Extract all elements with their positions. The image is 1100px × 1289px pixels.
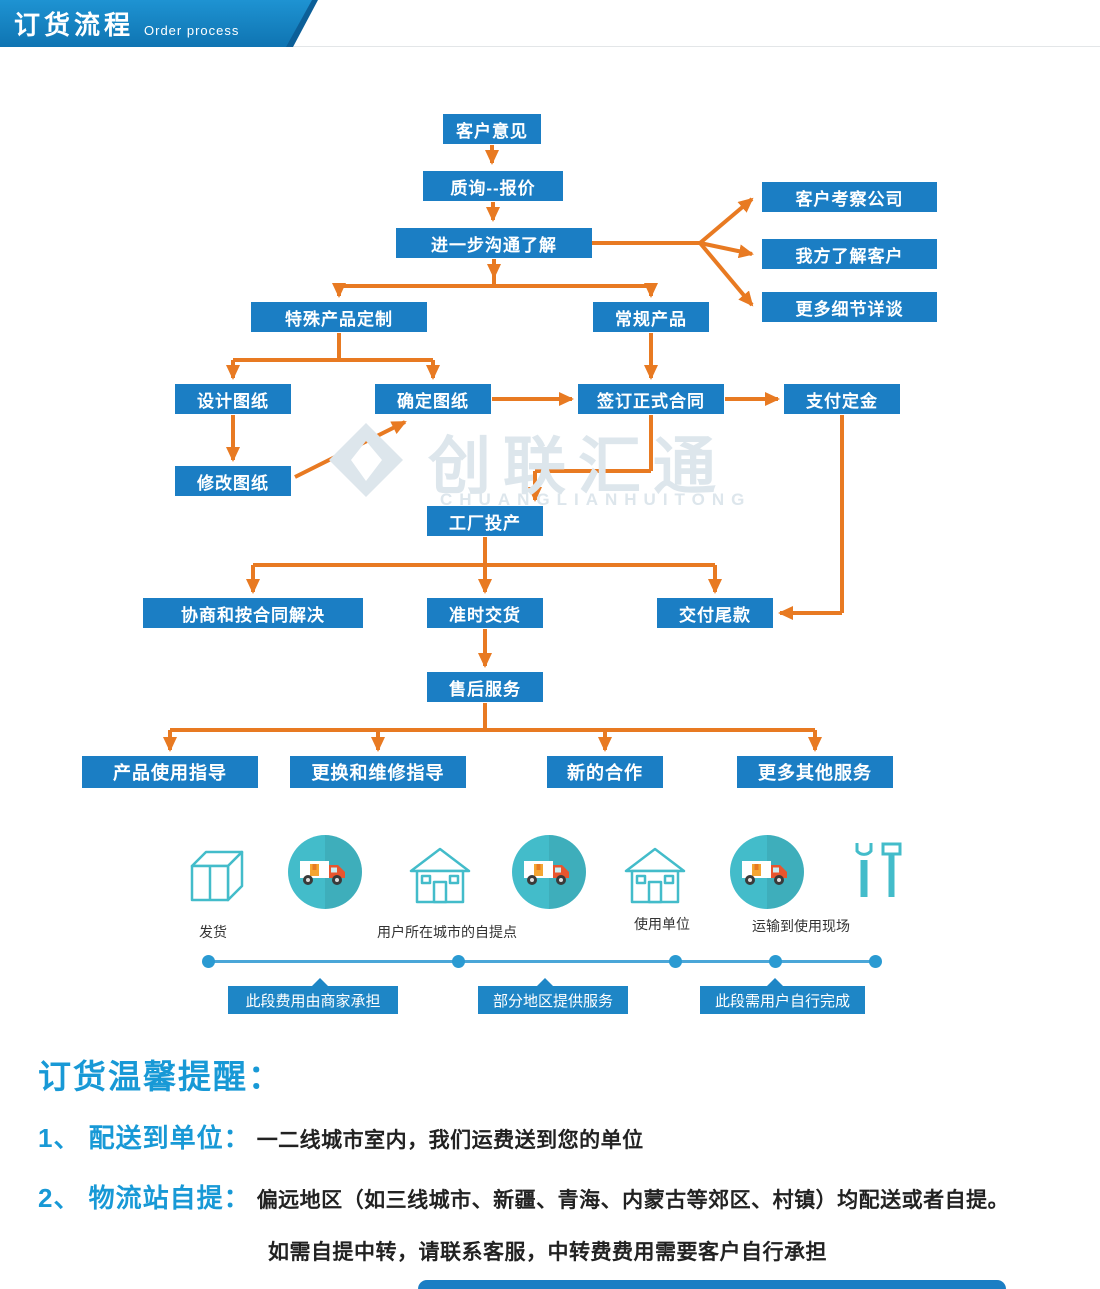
segment-tag-partial-service: 部分地区提供服务 bbox=[478, 978, 628, 1014]
brand-logo-watermark-icon bbox=[326, 420, 406, 505]
flow-node-usage-guide: 产品使用指导 bbox=[82, 756, 258, 788]
package-icon bbox=[186, 846, 248, 909]
stage-label-ship: 发货 bbox=[199, 924, 227, 940]
flow-node-know-customer: 我方了解客户 bbox=[762, 239, 937, 269]
brand-watermark-latin: CHUANGLIANHUITONG bbox=[440, 490, 752, 509]
tools-icon bbox=[849, 838, 907, 909]
timeline-dot bbox=[769, 955, 782, 968]
section-subtitle: Order process bbox=[144, 23, 240, 38]
section-title: 订货流程 bbox=[14, 10, 135, 40]
timeline-dot bbox=[669, 955, 682, 968]
flow-node-after-sales: 售后服务 bbox=[427, 672, 543, 702]
flow-node-factory-production: 工厂投产 bbox=[427, 506, 543, 536]
timeline bbox=[208, 960, 875, 963]
flow-node-more-details: 更多细节详谈 bbox=[762, 292, 937, 322]
notice-item-pickup: 2、 物流站自提： 偏远地区（如三线城市、新疆、青海、内蒙古等郊区、村镇）均配送… bbox=[38, 1178, 1009, 1215]
flow-node-regular-product: 常规产品 bbox=[593, 302, 709, 332]
pickup-house-icon bbox=[407, 845, 473, 910]
flow-node-inquiry-quote: 质询--报价 bbox=[423, 171, 563, 201]
flow-node-confirm-drawing: 确定图纸 bbox=[375, 384, 491, 414]
flow-node-further-communication: 进一步沟通了解 bbox=[396, 228, 592, 258]
flow-node-modify-drawing: 修改图纸 bbox=[175, 466, 291, 496]
delivery-truck-icon bbox=[729, 834, 805, 915]
notice-title: 订货温馨提醒： bbox=[38, 1058, 283, 1095]
timeline-dot bbox=[452, 955, 465, 968]
flow-arrows bbox=[163, 145, 844, 752]
notice-item-delivery: 1、 配送到单位： 一二线城市室内，我们运费送到您的单位 bbox=[38, 1118, 644, 1155]
flow-node-pay-deposit: 支付定金 bbox=[784, 384, 900, 414]
stage-label-transport-site: 运输到使用现场 bbox=[752, 918, 850, 934]
flow-node-negotiate-by-contract: 协商和按合同解决 bbox=[143, 598, 363, 628]
stage-label-pickup-point: 用户所在城市的自提点 bbox=[377, 924, 517, 940]
flow-node-new-cooperation: 新的合作 bbox=[547, 756, 663, 788]
flow-node-customer-visit: 客户考察公司 bbox=[762, 182, 937, 212]
flow-node-replace-repair-guide: 更换和维修指导 bbox=[290, 756, 466, 788]
delivery-truck-icon bbox=[511, 834, 587, 915]
flow-node-special-custom: 特殊产品定制 bbox=[251, 302, 427, 332]
flow-node-customer-opinion: 客户意见 bbox=[443, 114, 541, 144]
notice-item-label: 1、 配送到单位： bbox=[38, 1123, 251, 1153]
notice-item-text: 偏远地区（如三线城市、新疆、青海、内蒙古等郊区、村镇）均配送或者自提。 bbox=[256, 1189, 1010, 1212]
delivery-truck-icon bbox=[287, 834, 363, 915]
notice-extra-text: 如需自提中转，请联系客服，中转费费用需要客户自行承担 bbox=[268, 1241, 827, 1264]
segment-tag-user-complete: 此段需用户自行完成 bbox=[700, 978, 865, 1014]
timeline-dot bbox=[202, 955, 215, 968]
section-header: 订货流程 Order process bbox=[0, 0, 312, 47]
notice-item-text: 一二线城市室内，我们运费送到您的单位 bbox=[256, 1129, 644, 1152]
flow-node-design-drawing: 设计图纸 bbox=[175, 384, 291, 414]
next-section-bar bbox=[418, 1280, 1006, 1289]
brand-watermark: 创联汇通 bbox=[428, 432, 728, 502]
segment-tag-merchant-pay: 此段费用由商家承担 bbox=[228, 978, 398, 1014]
stage-label-use-unit: 使用单位 bbox=[634, 916, 690, 932]
use-unit-house-icon bbox=[622, 845, 688, 910]
flow-node-sign-contract: 签订正式合同 bbox=[578, 384, 724, 414]
flow-node-pay-balance: 交付尾款 bbox=[657, 598, 773, 628]
flow-node-more-services: 更多其他服务 bbox=[737, 756, 893, 788]
timeline-dot bbox=[869, 955, 882, 968]
flow-node-on-time-delivery: 准时交货 bbox=[427, 598, 543, 628]
header-divider bbox=[0, 46, 1100, 47]
notice-item-label: 2、 物流站自提： bbox=[38, 1183, 251, 1213]
